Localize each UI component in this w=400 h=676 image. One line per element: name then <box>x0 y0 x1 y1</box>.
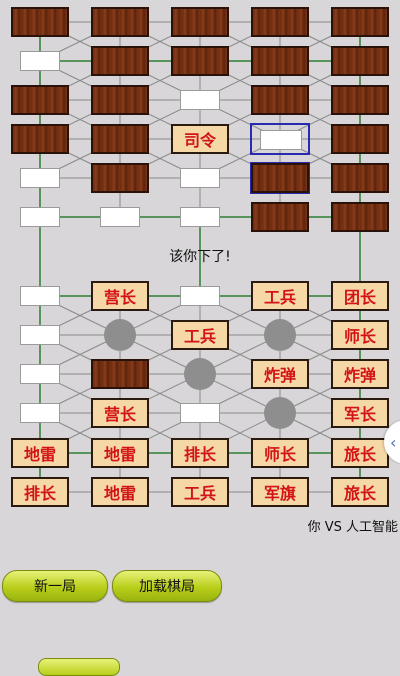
revealed-piece[interactable]: 工兵 <box>171 320 229 350</box>
load-game-button[interactable]: 加载棋局 <box>112 570 222 602</box>
revealed-piece[interactable]: 排长 <box>171 438 229 468</box>
revealed-piece[interactable]: 师长 <box>331 320 389 350</box>
empty-station[interactable] <box>180 90 220 110</box>
empty-station[interactable] <box>180 403 220 423</box>
revealed-piece[interactable]: 师长 <box>251 438 309 468</box>
revealed-piece[interactable]: 营长 <box>91 281 149 311</box>
revealed-piece[interactable]: 炸弹 <box>251 359 309 389</box>
new-game-label: 新一局 <box>34 579 76 595</box>
camp-station[interactable] <box>264 397 296 429</box>
hidden-piece[interactable] <box>331 7 389 37</box>
load-game-label: 加载棋局 <box>139 579 195 595</box>
hidden-piece[interactable] <box>251 85 309 115</box>
hidden-piece[interactable] <box>11 85 69 115</box>
revealed-piece[interactable]: 工兵 <box>251 281 309 311</box>
revealed-piece[interactable]: 司令 <box>171 124 229 154</box>
revealed-piece[interactable]: 军长 <box>331 398 389 428</box>
hidden-piece[interactable] <box>11 124 69 154</box>
hidden-piece[interactable] <box>91 46 149 76</box>
empty-station[interactable] <box>180 207 220 227</box>
hidden-piece[interactable] <box>251 7 309 37</box>
empty-station[interactable] <box>20 325 60 345</box>
revealed-piece[interactable]: 地雷 <box>91 438 149 468</box>
empty-station[interactable] <box>20 364 60 384</box>
hidden-piece[interactable] <box>91 7 149 37</box>
versus-label: 你 VS 人工智能 <box>307 520 398 535</box>
hidden-piece[interactable] <box>91 163 149 193</box>
hidden-piece[interactable] <box>251 46 309 76</box>
hidden-piece[interactable] <box>331 202 389 232</box>
empty-station[interactable] <box>250 123 310 155</box>
turn-status: 该你下了! <box>169 249 231 265</box>
bottom-button[interactable] <box>38 658 120 676</box>
revealed-piece[interactable]: 军旗 <box>251 477 309 507</box>
hidden-piece[interactable] <box>91 359 149 389</box>
revealed-piece[interactable]: 地雷 <box>91 477 149 507</box>
revealed-piece[interactable]: 炸弹 <box>331 359 389 389</box>
camp-station[interactable] <box>104 319 136 351</box>
empty-station[interactable] <box>20 403 60 423</box>
hidden-piece[interactable] <box>11 7 69 37</box>
hidden-piece[interactable] <box>251 202 309 232</box>
revealed-piece[interactable]: 营长 <box>91 398 149 428</box>
revealed-piece[interactable]: 工兵 <box>171 477 229 507</box>
empty-station[interactable] <box>20 168 60 188</box>
hidden-piece[interactable] <box>331 46 389 76</box>
hidden-piece[interactable] <box>331 124 389 154</box>
hidden-piece[interactable] <box>331 85 389 115</box>
empty-station[interactable] <box>20 286 60 306</box>
empty-station[interactable] <box>180 286 220 306</box>
camp-station[interactable] <box>264 319 296 351</box>
camp-station[interactable] <box>184 358 216 390</box>
hidden-piece[interactable] <box>250 162 310 194</box>
revealed-piece[interactable]: 地雷 <box>11 438 69 468</box>
revealed-piece[interactable]: 排长 <box>11 477 69 507</box>
revealed-piece[interactable]: 旅长 <box>331 477 389 507</box>
empty-station[interactable] <box>20 51 60 71</box>
hidden-piece[interactable] <box>91 85 149 115</box>
hidden-piece[interactable] <box>171 7 229 37</box>
new-game-button[interactable]: 新一局 <box>2 570 108 602</box>
hidden-piece[interactable] <box>171 46 229 76</box>
revealed-piece[interactable]: 团长 <box>331 281 389 311</box>
chevron-left-icon: ‹ <box>390 432 397 452</box>
hidden-piece[interactable] <box>331 163 389 193</box>
hidden-piece[interactable] <box>91 124 149 154</box>
side-panel-tab[interactable]: ‹ <box>384 420 400 464</box>
empty-station[interactable] <box>100 207 140 227</box>
empty-station[interactable] <box>180 168 220 188</box>
empty-station[interactable] <box>20 207 60 227</box>
revealed-piece[interactable]: 旅长 <box>331 438 389 468</box>
